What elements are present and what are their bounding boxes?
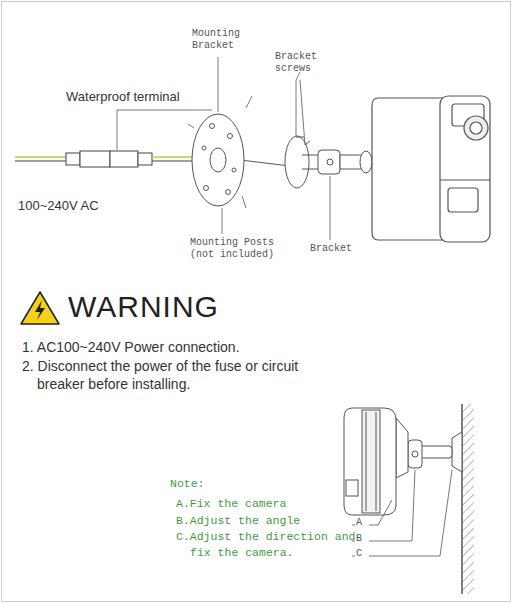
warning-item: 1. AC100~240V Power connection. [22,338,337,356]
part-name: Waterproof terminal [66,89,226,104]
side-view [344,404,474,594]
voltage-label: 100~240V AC [18,198,138,213]
warning-icon [21,292,59,324]
part-name: Bracket [310,243,380,255]
part-name: Bracket screws [275,51,337,75]
camera [372,96,490,242]
note-item: A.Fix the camera [176,496,360,512]
mounting-bracket [188,57,252,234]
callout-letter: B [355,533,369,544]
callout-letter: A [355,517,369,528]
warning-heading: WARNING [68,290,268,324]
power-cable [15,110,290,167]
note-item: C.Adjust the direction and fix the camer… [176,529,365,561]
part-name: Mounting Posts (not included) [190,237,300,261]
callout-letter: C [355,548,369,559]
note-heading: Note: [170,477,230,490]
note-item: B.Adjust the angle [176,513,360,529]
bracket [285,72,372,240]
part-name: Mounting Bracket [192,28,254,52]
warning-item: 2. Disconnect the power of the fuse or c… [22,357,307,393]
